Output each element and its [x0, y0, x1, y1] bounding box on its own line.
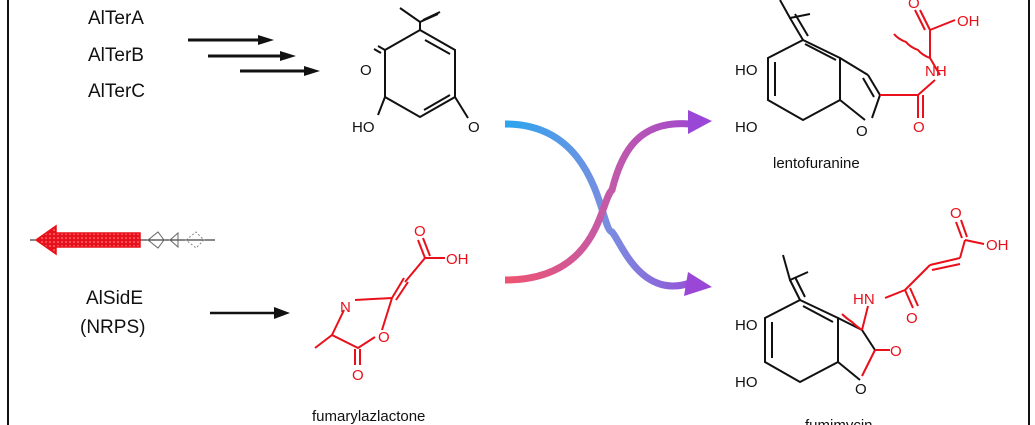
side-arrow — [210, 307, 290, 319]
nrps-gene-arrow — [34, 224, 141, 256]
fumimycin-o-carbonyl: O — [890, 343, 902, 360]
fumimycin-o-amide: O — [906, 310, 918, 327]
enzyme-alterB: AlTerB — [88, 45, 144, 66]
gene-cluster — [30, 224, 215, 256]
fumimycin-structure — [764, 254, 876, 384]
lentofuranine-o-furan: O — [856, 123, 868, 140]
small-gene-3 — [185, 231, 205, 249]
azlactone-structure — [314, 237, 445, 365]
small-gene-2 — [169, 231, 179, 249]
lentofuranine-o-amide: O — [913, 119, 925, 136]
lentofuranine-ho2: HO — [735, 119, 758, 136]
azlactone-n: N — [340, 299, 351, 316]
enzyme-alterC: AlTerC — [88, 81, 145, 102]
lentofuranine-ho1: HO — [735, 62, 758, 79]
fumimycin-o-lactone: O — [855, 381, 867, 398]
lentofuranine-oh: OH — [957, 13, 980, 30]
lentofuranine-nh: NH — [925, 63, 947, 80]
azlactone-o-ring: O — [378, 329, 390, 346]
small-gene-1 — [147, 231, 165, 249]
fumimycin-red-part — [841, 219, 985, 377]
enzyme-alside: AlSidE — [86, 288, 143, 309]
fumimycin-ho1: HO — [735, 317, 758, 334]
lentofuranine-red-part — [880, 9, 956, 118]
quinone-ho: HO — [352, 119, 375, 136]
label-fumarylazlactone: fumarylazlactone — [312, 408, 425, 425]
azlactone-o-acid: O — [414, 223, 426, 240]
fumimycin-o-acid: O — [950, 205, 962, 222]
azlactone-o-carbonyl: O — [352, 367, 364, 384]
enzyme-alterA: AlTerA — [88, 8, 144, 29]
enzyme-nrps: (NRPS) — [80, 317, 145, 338]
fumimycin-ho2: HO — [735, 374, 758, 391]
lentofuranine-structure — [767, 0, 881, 122]
ter-arrows — [188, 35, 320, 76]
fumimycin-oh: OH — [986, 237, 1009, 254]
cross-arrows — [504, 110, 712, 296]
label-fumimycin: fumimycin — [805, 417, 873, 425]
label-lentofuranine: lentofuranine — [773, 155, 860, 172]
lentofuranine-o-acid: O — [908, 0, 920, 12]
quinone-o1: O — [360, 62, 372, 79]
quinone-structure — [373, 7, 469, 119]
quinone-o2: O — [468, 119, 480, 136]
fumimycin-hn: HN — [853, 291, 875, 308]
azlactone-oh: OH — [446, 251, 469, 268]
